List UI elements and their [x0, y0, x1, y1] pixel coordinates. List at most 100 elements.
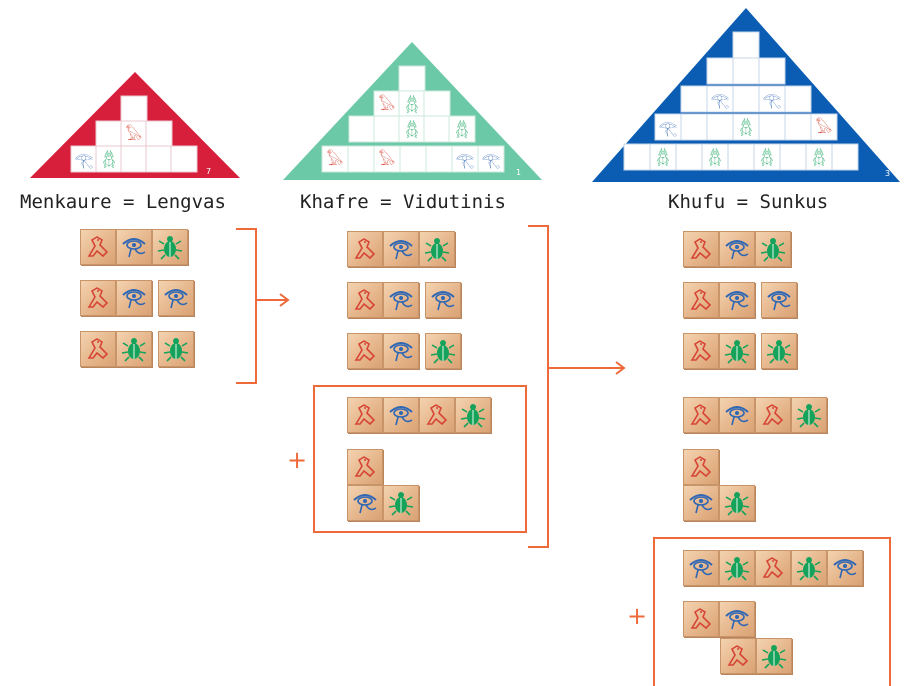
- scarab-icon: [158, 331, 194, 367]
- svg-text:𓅃: 𓅃: [379, 94, 396, 114]
- tile-row: [683, 333, 797, 369]
- falcon-icon: [683, 601, 719, 637]
- scarab-icon: [152, 229, 188, 265]
- scarab-icon: [791, 397, 827, 433]
- falcon-icon: [683, 282, 719, 318]
- svg-text:𓆣: 𓆣: [405, 95, 418, 114]
- title-khufu: Khufu = Sunkus: [668, 191, 829, 213]
- tile-row: [683, 397, 827, 433]
- eye-of-horus-icon: [116, 280, 152, 316]
- falcon-icon: [755, 397, 791, 433]
- falcon-icon: [80, 229, 116, 265]
- falcon-icon: [683, 397, 719, 433]
- eye-of-horus-icon: [383, 282, 419, 318]
- pyramid-khafre: 1: [283, 42, 542, 180]
- eye-of-horus-icon: [383, 333, 419, 369]
- pyramid-menkaure: 7: [30, 72, 240, 178]
- tile-row: [347, 485, 419, 521]
- svg-text:𓂀: 𓂀: [75, 151, 94, 169]
- tile-row: [683, 485, 755, 521]
- svg-text:𓅃: 𓅃: [126, 124, 143, 144]
- scarab-icon: [116, 331, 152, 367]
- svg-text:𓂀: 𓂀: [456, 151, 475, 169]
- falcon-icon: [80, 331, 116, 367]
- scarab-icon: [791, 550, 827, 586]
- eye-of-horus-icon: [719, 601, 755, 637]
- tile-row: [683, 601, 755, 637]
- tile-row: [347, 333, 461, 369]
- eye-of-horus-icon: [347, 485, 383, 521]
- falcon-icon: [347, 333, 383, 369]
- plus-sign-right: +: [627, 602, 648, 630]
- svg-text:𓆣: 𓆣: [739, 118, 752, 137]
- pyramid-khufu: 3: [592, 8, 900, 182]
- svg-text:𓂀: 𓂀: [763, 91, 782, 109]
- tile-row: [683, 550, 863, 586]
- scarab-icon: [455, 397, 491, 433]
- falcon-icon: [683, 231, 719, 267]
- svg-text:𓆣: 𓆣: [102, 150, 115, 169]
- svg-text:𓆣: 𓆣: [455, 120, 468, 139]
- falcon-icon: [683, 449, 719, 485]
- svg-text:𓆣: 𓆣: [405, 120, 418, 139]
- svg-text:𓂀: 𓂀: [482, 151, 501, 169]
- eye-of-horus-icon: [425, 282, 461, 318]
- tile-row: [683, 231, 791, 267]
- tile-row: [347, 397, 491, 433]
- scarab-icon: [719, 333, 755, 369]
- tile-row: [347, 449, 383, 485]
- tile-row: [347, 231, 455, 267]
- title-menkaure: Menkaure = Lengvas: [20, 191, 226, 213]
- scarab-icon: [755, 231, 791, 267]
- tile-row: [80, 229, 188, 265]
- eye-of-horus-icon: [383, 397, 419, 433]
- falcon-icon: [683, 333, 719, 369]
- scarab-icon: [719, 485, 755, 521]
- falcon-icon: [720, 638, 756, 674]
- scarab-icon: [425, 333, 461, 369]
- scarab-icon: [419, 231, 455, 267]
- svg-text:𓅃: 𓅃: [379, 149, 396, 169]
- eye-of-horus-icon: [683, 550, 719, 586]
- eye-of-horus-icon: [761, 282, 797, 318]
- pyramid-khafre-badge: 1: [516, 168, 521, 177]
- pyramid-khufu-badge: 3: [885, 169, 890, 178]
- eye-of-horus-icon: [116, 229, 152, 265]
- eye-of-horus-icon: [719, 397, 755, 433]
- scarab-icon: [756, 638, 792, 674]
- svg-text:𓆣: 𓆣: [656, 148, 669, 167]
- flow-lines: [236, 225, 891, 686]
- tile-row: [80, 280, 194, 316]
- svg-text:𓆣: 𓆣: [812, 148, 825, 167]
- svg-text:𓅃: 𓅃: [327, 149, 344, 169]
- tile-row: [80, 331, 194, 367]
- plus-sign-middle: +: [287, 446, 308, 474]
- tile-row: [683, 449, 719, 485]
- svg-text:𓅃: 𓅃: [816, 117, 833, 137]
- falcon-icon: [347, 397, 383, 433]
- svg-text:𓆣: 𓆣: [708, 148, 721, 167]
- svg-text:𓂀: 𓂀: [659, 119, 678, 137]
- tile-row: [683, 282, 797, 318]
- falcon-icon: [347, 282, 383, 318]
- eye-of-horus-icon: [827, 550, 863, 586]
- tile-row: [347, 282, 461, 318]
- eye-of-horus-icon: [383, 231, 419, 267]
- pyramid-glyphs: 𓅃 𓂀 𓆣 𓅃 𓆣 𓆣 𓆣 𓅃 𓅃 𓂀 𓂀 𓂀 𓂀 𓂀 𓆣 𓅃 𓆣 𓆣 𓆣 𓆣: [75, 91, 833, 169]
- falcon-icon: [419, 397, 455, 433]
- pyramid-menkaure-badge: 7: [206, 167, 211, 176]
- eye-of-horus-icon: [719, 282, 755, 318]
- eye-of-horus-icon: [683, 485, 719, 521]
- eye-of-horus-icon: [158, 280, 194, 316]
- svg-text:𓆣: 𓆣: [760, 148, 773, 167]
- title-khafre: Khafre = Vidutinis: [300, 191, 506, 213]
- eye-of-horus-icon: [719, 231, 755, 267]
- svg-text:𓂀: 𓂀: [711, 91, 730, 109]
- falcon-icon: [347, 231, 383, 267]
- scarab-icon: [761, 333, 797, 369]
- scarab-icon: [383, 485, 419, 521]
- scarab-icon: [719, 550, 755, 586]
- falcon-icon: [80, 280, 116, 316]
- falcon-icon: [755, 550, 791, 586]
